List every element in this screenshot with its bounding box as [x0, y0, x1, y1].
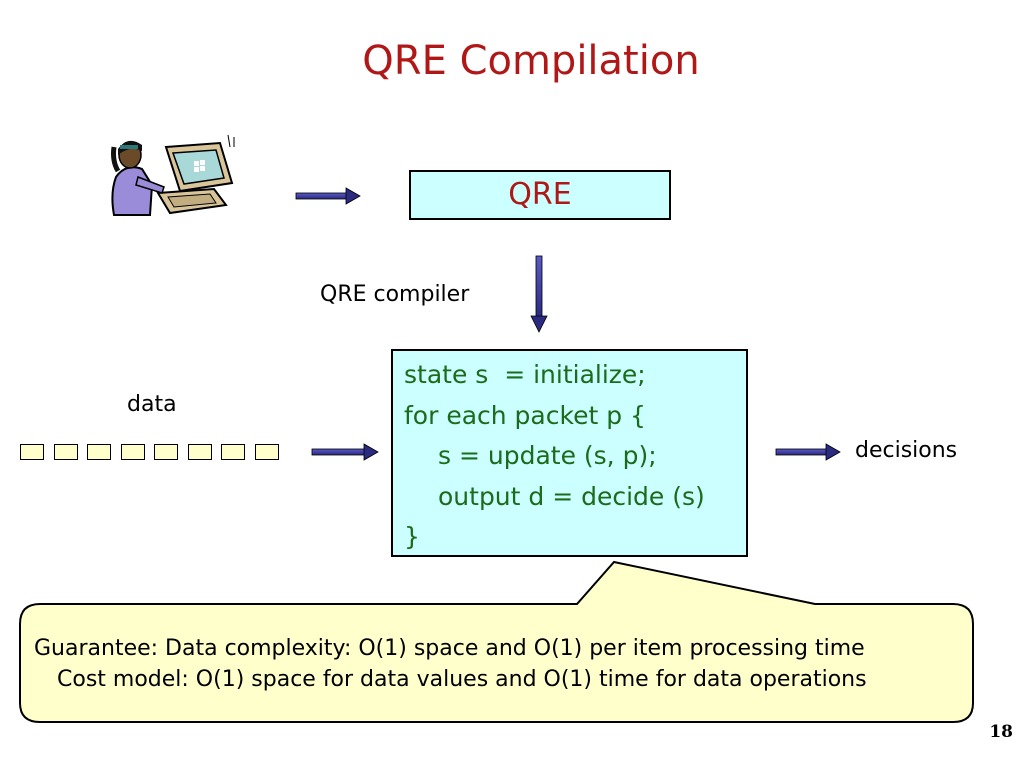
packet-square: [187, 444, 212, 460]
code-box: state s = initialize; for each packet p …: [391, 349, 748, 557]
qre-box: QRE: [409, 170, 671, 220]
callout-cost-model: Cost model: O(1) space for data values a…: [57, 667, 867, 692]
packet-square: [87, 444, 111, 460]
code-line-1: state s = initialize;: [404, 360, 646, 389]
packet-square: [20, 444, 44, 460]
code-line-2: for each packet p {: [404, 400, 646, 430]
packet-square: [120, 444, 145, 460]
packet-square: [254, 444, 279, 460]
decisions-label: decisions: [855, 438, 958, 463]
packet-square: [154, 444, 178, 460]
compiler-label: QRE compiler: [320, 282, 470, 307]
person-at-computer-icon: [111, 134, 235, 216]
packet-square: [53, 444, 78, 460]
packet-square: [221, 444, 245, 460]
packet-stream: [20, 444, 290, 462]
arrow-data-to-code: [311, 443, 379, 461]
code-line-4: output d = decide (s): [438, 481, 705, 511]
code-line-3: s = update (s, p);: [438, 441, 657, 470]
arrow-person-to-qre: [295, 187, 361, 205]
arrow-code-to-decisions: [775, 443, 841, 461]
slide-title: QRE Compilation: [362, 38, 700, 84]
code-line-5: }: [404, 522, 420, 551]
data-label: data: [127, 392, 177, 417]
callout-guarantee: Guarantee: Data complexity: O(1) space a…: [34, 636, 865, 661]
page-number: 18: [989, 722, 1013, 742]
arrow-qre-to-code: [530, 255, 548, 333]
